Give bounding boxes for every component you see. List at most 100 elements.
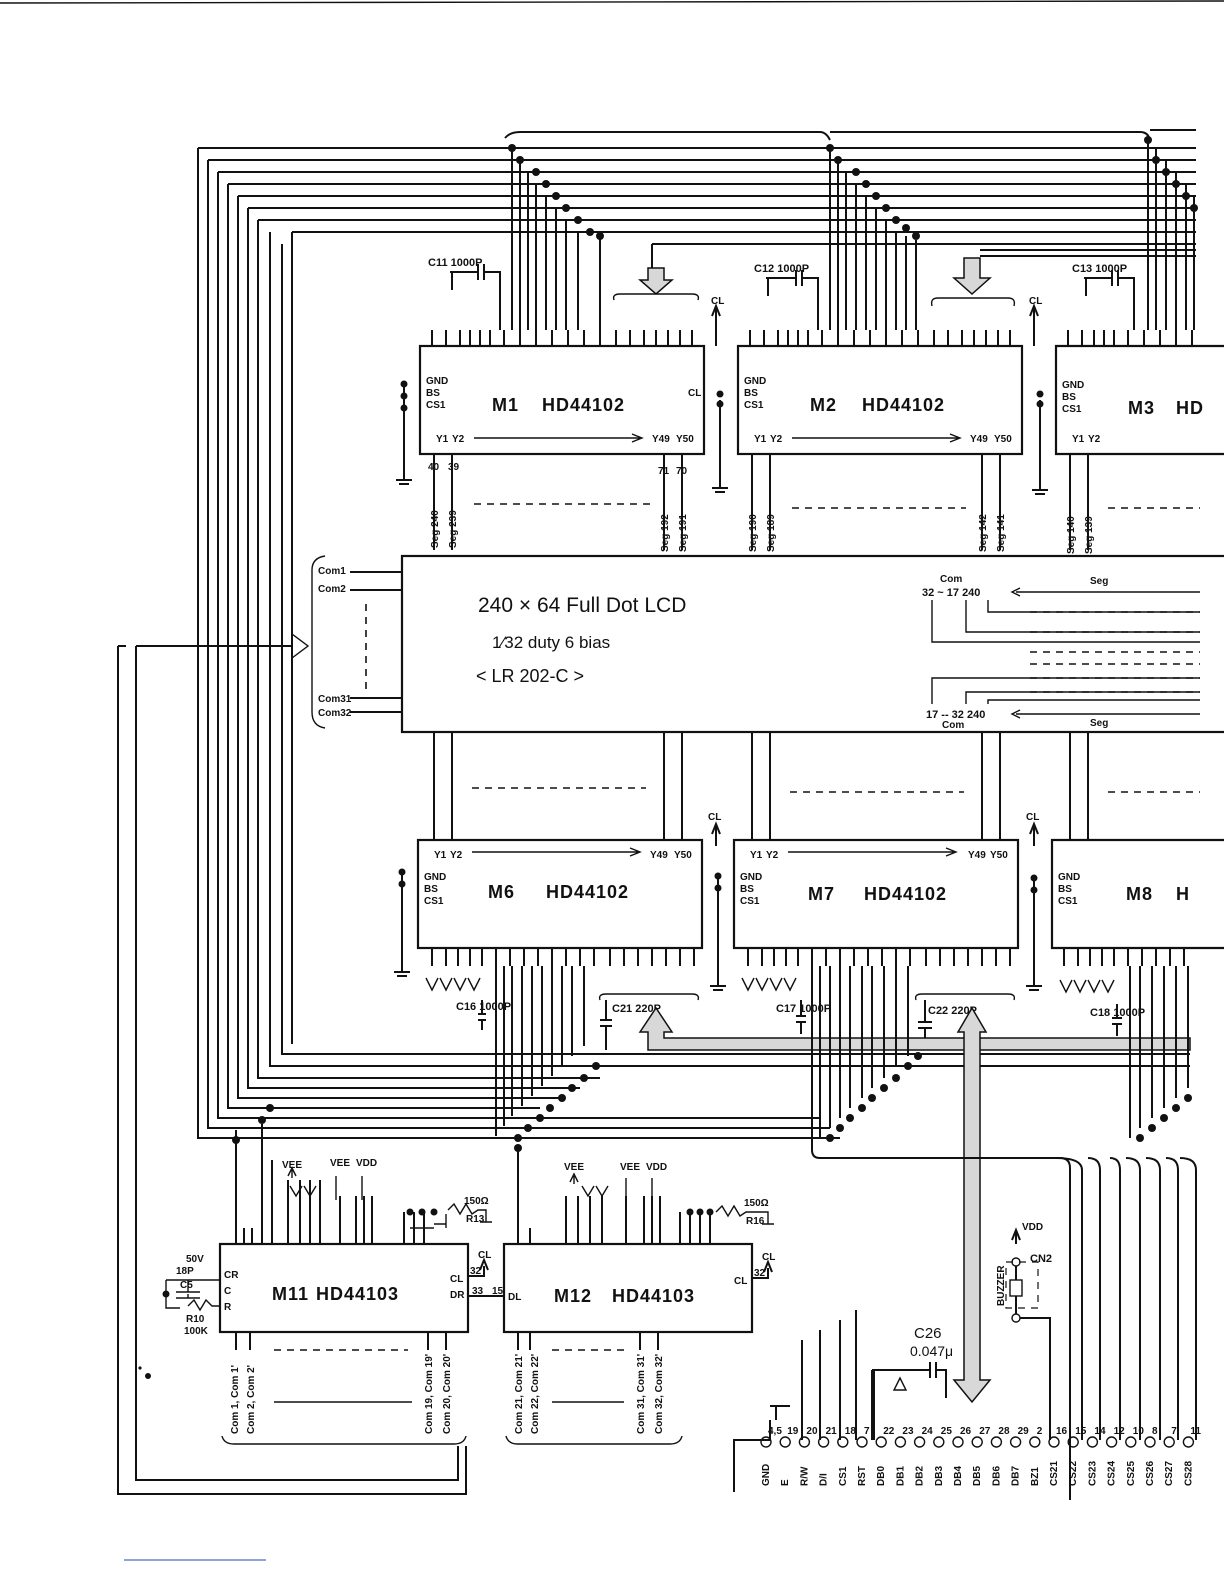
m1-bus-taps: [508, 144, 604, 330]
connector-pin-number: 11: [1190, 1426, 1201, 1437]
cap-c12-label: C12 1000P: [754, 263, 809, 275]
cap-c17-label: C17 1000P: [776, 1003, 831, 1015]
seg-141-label: Seg 141: [996, 514, 1007, 552]
data-bus-arrow-m1: [612, 267, 700, 301]
svg-text:CL: CL: [711, 296, 724, 307]
connector-pin-label: DB2: [915, 1466, 926, 1486]
connector-pin-6: [875, 1436, 887, 1448]
cap-c21-label: C21 220P: [612, 1003, 661, 1015]
connector-pin-number: 23: [902, 1426, 914, 1437]
cap-c21: C21 220P: [598, 993, 700, 1050]
chip-m11-part: HD44103: [316, 1284, 399, 1304]
chip-m6-label: M6: [488, 882, 515, 902]
connector-pin-13: [1009, 1436, 1022, 1448]
chip-m3-part: HD: [1176, 398, 1204, 418]
supply-symbols-bottom: [394, 868, 1115, 994]
cap-c26-label: C26: [914, 1325, 942, 1342]
svg-text:Y1: Y1: [1072, 434, 1085, 445]
connector-pin-14: [1029, 1436, 1041, 1448]
com1-label: Com1: [318, 566, 346, 577]
m11-com-labels: Com 1, Com 1' Com 2, Com 2' Com 19, Com …: [221, 1354, 467, 1445]
lcd-panel: 240 × 64 Full Dot LCD 1⁄32 duty 6 bias <…: [400, 554, 1224, 734]
connector-pin-label: CS24: [1107, 1461, 1118, 1486]
svg-text:Y2: Y2: [1088, 434, 1101, 445]
cap-c13-label: C13 1000P: [1072, 263, 1127, 275]
svg-text:Y50: Y50: [674, 850, 692, 861]
com32-label: Com32: [318, 708, 352, 719]
c5-value: 18P: [176, 1266, 194, 1277]
connector-pin-number: 25: [941, 1426, 953, 1437]
connector-pin-label: DB3: [934, 1466, 945, 1486]
c5-label: C5: [180, 1280, 193, 1291]
connector-pin-21: [1163, 1436, 1175, 1448]
svg-text:Y49: Y49: [650, 850, 668, 861]
connector-pin-number: 7: [1171, 1426, 1177, 1437]
m12-com21-label: Com 21, Com 21': [514, 1354, 525, 1434]
buzzer-cn2: VDD CN2 BUZZER: [996, 1222, 1052, 1440]
connector-pin-4: [837, 1436, 849, 1448]
svg-text:CS1: CS1: [426, 400, 446, 411]
m3-bus-taps: [1144, 136, 1198, 330]
cap-c16-label: C16 1000P: [456, 1001, 511, 1013]
seg-239-label: Seg 239: [448, 510, 459, 548]
connector-pin-9: [933, 1436, 945, 1448]
v50-label: 50V: [186, 1254, 204, 1265]
m12-com31-label: Com 31, Com 31': [636, 1354, 647, 1434]
buzzer-label: BUZZER: [996, 1265, 1007, 1306]
com2-label: Com2: [318, 584, 346, 595]
svg-text:GND: GND: [424, 872, 446, 883]
chip-m7-label: M7: [808, 884, 835, 904]
connector-pin-number: 28: [998, 1426, 1010, 1437]
cap-c26-value: 0.047μ: [910, 1343, 953, 1359]
svg-text:GND: GND: [1058, 872, 1080, 883]
m12-com22-label: Com 22, Com 22': [530, 1354, 541, 1434]
connector-pin-1: [779, 1436, 791, 1448]
svg-text:70: 70: [676, 466, 688, 477]
connector-pin-label: DB0: [876, 1466, 887, 1486]
chip-m11-label: M11: [272, 1284, 309, 1304]
connector-pin-16: [1067, 1436, 1079, 1448]
svg-text:Y2: Y2: [452, 434, 465, 445]
svg-text:GND: GND: [426, 376, 448, 387]
lcd-model: < LR 202-C >: [476, 666, 584, 686]
seg-142-label: Seg 142: [978, 514, 989, 552]
chip-m12-part: HD44103: [612, 1286, 695, 1306]
cap-c12: C12 1000P: [754, 263, 819, 330]
svg-text:Y1: Y1: [436, 434, 449, 445]
chip-m7-part: HD44102: [864, 884, 947, 904]
svg-text:GND: GND: [744, 376, 766, 387]
chip-m8-label: M8: [1126, 884, 1153, 904]
cap-c26: C26 0.047μ: [871, 1325, 953, 1440]
connector-pin-label: R/W: [799, 1466, 810, 1486]
segment-dashes-top: [474, 503, 1200, 509]
m11-com19-label: Com 19, Com 19': [424, 1354, 435, 1434]
connector-pin-number: 24: [922, 1426, 934, 1437]
svg-text:GND: GND: [1062, 380, 1084, 391]
connector-pin-number: 12: [1114, 1426, 1126, 1437]
connector-pin-number: 7: [864, 1426, 870, 1437]
connector-pin-label: CS28: [1183, 1461, 1194, 1486]
connector-pin-5: [856, 1436, 868, 1448]
connector-pin-18: [1105, 1436, 1118, 1448]
connector-pin-label: CS22: [1068, 1461, 1079, 1486]
svg-text:Y2: Y2: [770, 434, 783, 445]
connector-pins: GND4,5E19R/W20D/I21CS118RST7DB022DB123DB…: [760, 1426, 1201, 1486]
lcd-range-top: 32 ~ 17 240: [922, 587, 980, 599]
connector-pin-label: CS23: [1087, 1461, 1098, 1486]
svg-text:BS: BS: [740, 884, 754, 895]
connector-pin-number: 29: [1018, 1426, 1030, 1437]
r10-label: R10: [186, 1314, 205, 1325]
svg-text:Y2: Y2: [450, 850, 463, 861]
m11-vee-label: VEE: [282, 1160, 302, 1171]
svg-text:Y2: Y2: [766, 850, 779, 861]
m11-com2-label: Com 2, Com 2': [246, 1365, 257, 1434]
seg-192-label: Seg 192: [660, 514, 671, 552]
cap-c17: C17 1000P: [776, 1000, 831, 1034]
m11-com20-label: Com 20, Com 20': [442, 1354, 453, 1434]
connector-pin-label: DB6: [991, 1466, 1002, 1486]
connector-pin-number: 18: [845, 1426, 857, 1437]
cap-c18: C18 1000P: [1090, 1004, 1145, 1036]
svg-text:CS1: CS1: [740, 896, 760, 907]
svg-text:CS1: CS1: [424, 896, 444, 907]
